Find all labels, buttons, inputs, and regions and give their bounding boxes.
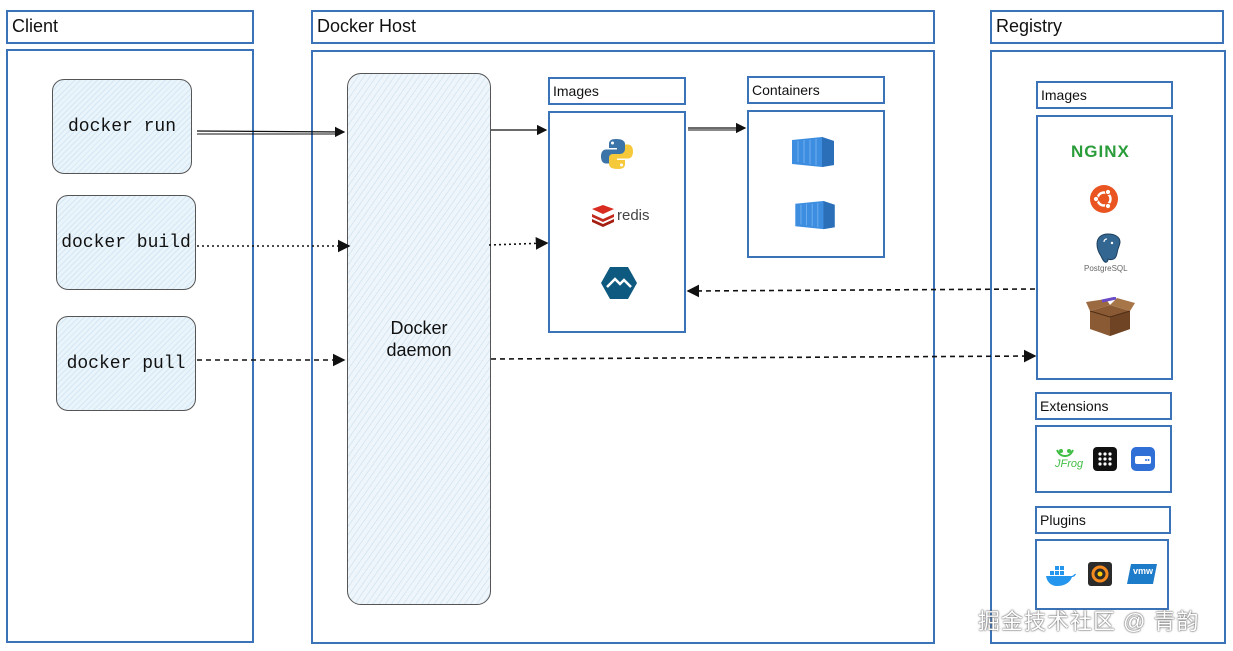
jfrog-label: JFrog [1055,458,1084,470]
containers-header: Containers [747,76,885,104]
daemon-to-registry-arrow [490,349,1037,363]
docker-run-label: docker run [67,116,177,137]
alpine-icon [601,267,637,299]
containers-title: Containers [752,82,820,98]
daemon-label-line1: Docker [390,318,448,338]
registry-images-header: Images [1036,81,1173,109]
docker-pull-label: docker pull [66,353,186,374]
plugins-header: Plugins [1035,506,1171,534]
containers-panel [747,110,885,258]
docker-host-header: Docker Host [311,10,935,44]
plugins-title: Plugins [1040,512,1086,528]
registry-to-images-arrow [686,284,1036,298]
container-icon [795,200,835,230]
extensions-header: Extensions [1035,392,1172,420]
container-icon [792,137,834,167]
redis-icon [592,205,614,227]
docker-build-label: docker build [61,232,191,253]
run-to-daemon-arrow [196,126,346,138]
host-images-title: Images [553,83,599,99]
watermark: 掘金技术社区 @ 青韵 [978,609,1200,634]
nginx-logo: NGINX [1071,142,1130,161]
daemon-label-line2: daemon [386,340,452,360]
jfrog-icon [1056,449,1074,458]
client-header: Client [6,10,254,44]
drive-icon [1131,447,1155,471]
vmware-label: vmw [1133,566,1154,576]
docker-whale-icon [1046,566,1076,586]
python-icon [601,139,633,169]
ubuntu-icon [1090,185,1118,213]
registry-header: Registry [990,10,1224,44]
vmware-icon [1127,564,1157,584]
client-title: Client [12,16,59,36]
extensions-title: Extensions [1040,398,1109,414]
grafana-icon [1088,562,1112,586]
docker-run-command[interactable]: docker run [52,79,192,174]
registry-images-title: Images [1041,87,1087,103]
redis-label: redis [617,207,650,224]
docker-pull-command[interactable]: docker pull [56,316,196,411]
docker-host-title: Docker Host [317,16,417,36]
host-images-header: Images [548,77,686,105]
grid-icon [1093,447,1117,471]
box-icon [1086,297,1135,336]
docker-build-command[interactable]: docker build [56,195,196,290]
postgresql-icon [1096,233,1121,263]
registry-title: Registry [996,16,1063,36]
daemon-to-images-build-arrow [488,236,549,250]
postgresql-label: PostgreSQL [1084,264,1128,273]
